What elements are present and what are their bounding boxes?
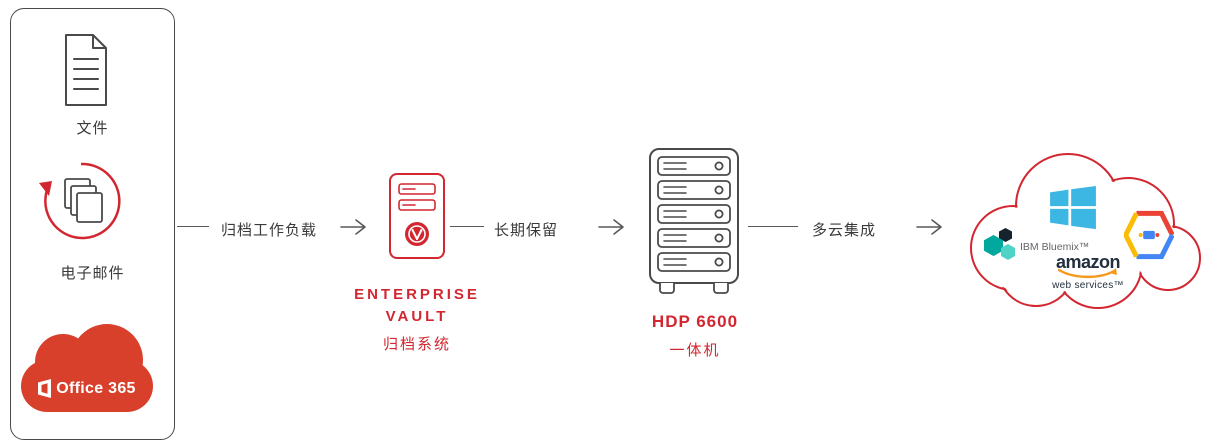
enterprise-vault-title-line2: VAULT (385, 308, 449, 325)
enterprise-vault-caption: ENTERPRISE VAULT 归档系统 (332, 284, 502, 354)
enterprise-vault-server-icon (388, 172, 446, 260)
arrow-right-icon-2 (598, 218, 632, 236)
document-icon (60, 32, 112, 108)
aws-wordmark: amazon (1055, 252, 1121, 272)
azure-logo-icon (1050, 186, 1096, 230)
arrow-right-icon-3 (916, 218, 950, 236)
office365-cloud-shape (21, 324, 153, 412)
connector-line-2 (450, 226, 484, 227)
multicloud-integration-label: 多云集成 (812, 222, 877, 239)
ibm-bluemix-logo-icon (984, 228, 1018, 262)
office365-logo-icon (38, 379, 52, 398)
email-label: 电子邮件 (60, 265, 125, 282)
connector-line-3 (748, 226, 798, 227)
archive-workload-label: 归档工作负载 (221, 222, 318, 239)
ibm-bluemix-label: IBM Bluemix™ (1020, 241, 1090, 253)
aws-smile-icon (1056, 268, 1120, 280)
hdp-title: HDP 6600 (651, 312, 739, 331)
aws-logo: amazon web services™ (1038, 253, 1138, 291)
email-sync-icon (38, 158, 124, 244)
enterprise-vault-title-line1: ENTERPRISE (354, 286, 480, 303)
enterprise-vault-subtitle: 归档系统 (382, 336, 451, 353)
aws-subtitle: web services™ (1052, 280, 1124, 291)
arrow-right-icon-1 (340, 218, 374, 236)
hdp-caption: HDP 6600 一体机 (620, 311, 770, 360)
hdp-subtitle: 一体机 (669, 342, 721, 359)
long-term-retention-label: 长期保留 (494, 222, 559, 239)
file-label: 文件 (76, 120, 109, 137)
hdp-rack-icon (646, 146, 742, 296)
connector-line-1 (177, 226, 209, 227)
office365-cloud: Office 365 (21, 322, 153, 412)
google-cloud-logo-icon (1124, 210, 1174, 260)
office365-label: Office 365 (56, 379, 136, 397)
